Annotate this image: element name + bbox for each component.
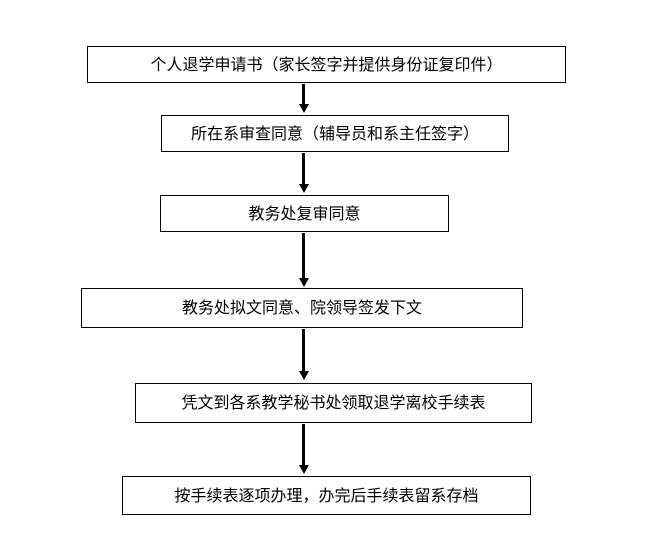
flow-step-1: 个人退学申请书（家长签字并提供身份证复印件） (87, 46, 566, 83)
flow-step-1-label: 个人退学申请书（家长签字并提供身份证复印件） (150, 54, 503, 74)
flow-arrow-5 (298, 424, 309, 474)
arrow-stem (302, 424, 305, 465)
arrow-down-icon (298, 371, 309, 380)
flow-arrow-2 (298, 153, 309, 193)
flow-step-3-label: 教务处复审同意 (248, 203, 361, 223)
flow-step-4: 教务处拟文同意、院领导签发下文 (81, 288, 523, 328)
arrow-down-icon (298, 104, 309, 113)
flow-step-2-label: 所在系审查同意（辅导员和系主任签字） (190, 123, 479, 143)
flow-step-5-label: 凭文到各系教学秘书处领取退学离校手续表 (181, 393, 486, 413)
flow-step-5: 凭文到各系教学秘书处领取退学离校手续表 (135, 383, 532, 423)
flow-step-2: 所在系审查同意（辅导员和系主任签字） (161, 115, 509, 152)
flow-step-4-label: 教务处拟文同意、院领导签发下文 (181, 298, 422, 318)
flow-arrow-3 (298, 233, 309, 287)
arrow-stem (302, 233, 305, 278)
arrow-down-icon (298, 184, 309, 193)
flow-arrow-1 (298, 84, 309, 113)
flow-arrow-4 (298, 329, 309, 380)
arrow-stem (302, 153, 305, 184)
arrow-stem (302, 84, 305, 104)
arrow-down-icon (298, 465, 309, 474)
flow-step-6: 按手续表逐项办理，办完后手续表留系存档 (122, 476, 531, 515)
arrow-stem (302, 329, 305, 371)
arrow-down-icon (298, 278, 309, 287)
flow-step-6-label: 按手续表逐项办理，办完后手续表留系存档 (174, 485, 479, 505)
flow-step-3: 教务处复审同意 (160, 195, 449, 232)
